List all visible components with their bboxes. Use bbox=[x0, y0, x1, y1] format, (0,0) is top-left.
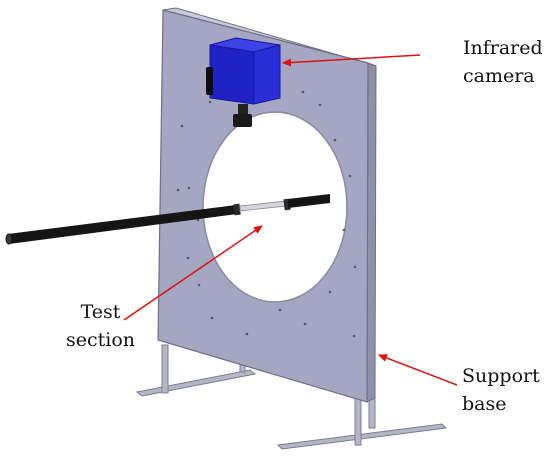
label-support-base-line2: base bbox=[462, 393, 507, 415]
infrared-camera-arrow bbox=[282, 54, 421, 67]
infrared-camera bbox=[206, 37, 281, 127]
rod-left-end-cap bbox=[5, 233, 13, 245]
support-leg-left-front bbox=[161, 344, 169, 394]
label-support-base: Support base bbox=[462, 362, 540, 418]
test-section-tube bbox=[239, 200, 287, 212]
camera-mount bbox=[238, 104, 248, 114]
support-base-arrow bbox=[378, 354, 458, 386]
camera-handle bbox=[206, 67, 213, 95]
label-test-section: Test section bbox=[66, 298, 135, 354]
camera-side bbox=[253, 44, 281, 105]
label-test-section-line2: section bbox=[66, 329, 136, 351]
rod-right-segment bbox=[288, 194, 330, 208]
label-support-base-line1: Support bbox=[462, 365, 540, 387]
rod-coupling-left bbox=[233, 203, 241, 216]
support-foot-left bbox=[135, 369, 257, 397]
circular-opening-rim bbox=[202, 111, 348, 303]
support-foot-right bbox=[276, 423, 448, 450]
test-rod bbox=[5, 194, 330, 245]
test-section-arrow bbox=[123, 225, 263, 321]
camera-lens bbox=[233, 114, 252, 127]
support-leg-right-front bbox=[354, 397, 362, 446]
label-test-section-line1: Test bbox=[80, 301, 121, 323]
rod-left-segment bbox=[8, 205, 237, 244]
label-infrared-camera: Infrared camera bbox=[463, 34, 543, 90]
label-infrared-camera-line2: camera bbox=[463, 65, 535, 87]
camera-front bbox=[209, 44, 255, 105]
label-infrared-camera-line1: Infrared bbox=[463, 37, 543, 59]
